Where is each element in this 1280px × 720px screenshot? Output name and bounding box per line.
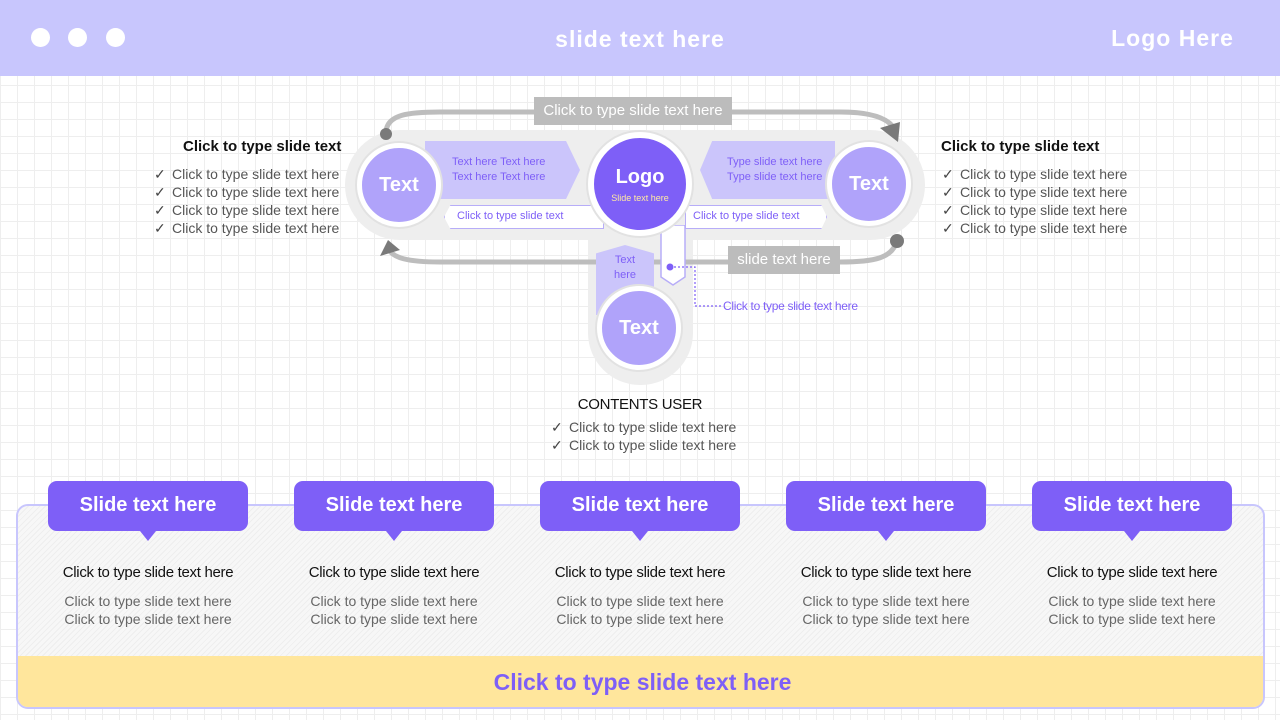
node-left-label: Text: [379, 173, 419, 196]
cycle-arrows: [380, 109, 904, 265]
list-item: ✓Click to type slide text here: [154, 202, 340, 218]
right-banner-line: Type slide text here: [727, 156, 823, 168]
list-item: ✓Click to type slide text here: [942, 166, 1128, 182]
center-block-heading[interactable]: CONTENTS USER: [577, 396, 703, 413]
right-pill[interactable]: Click to type slide text: [685, 205, 827, 229]
bottom-arrow-line: [385, 240, 900, 265]
slide-title[interactable]: slide text here: [555, 26, 725, 52]
callout-text[interactable]: Click to type slide text here: [723, 299, 858, 313]
column-line[interactable]: Click to type slide text here: [556, 611, 724, 627]
top-arrow-line: [383, 109, 898, 134]
check-icon: ✓: [942, 202, 954, 218]
check-icon: ✓: [154, 202, 166, 218]
list-item: ✓Click to type slide text here: [551, 437, 737, 453]
logo-circle-title: Logo: [615, 165, 665, 188]
list-item: ✓Click to type slide text here: [154, 220, 340, 236]
column-body: Click to type slide text here Click to t…: [279, 592, 509, 628]
top-arrow-head-icon: [880, 122, 900, 142]
node-bottom[interactable]: Text: [597, 286, 681, 370]
window-dot-icon: [106, 28, 125, 47]
column-title[interactable]: Click to type slide text here: [554, 564, 726, 581]
column-tab[interactable]: Slide text here: [540, 481, 740, 541]
column-line[interactable]: Click to type slide text here: [64, 611, 232, 627]
column-body: Click to type slide text here Click to t…: [525, 592, 755, 628]
column-line[interactable]: Click to type slide text here: [310, 593, 478, 609]
list-item: ✓Click to type slide text here: [942, 220, 1128, 236]
right-arrow-label[interactable]: slide text here: [728, 246, 840, 274]
right-block-heading[interactable]: Click to type slide text: [941, 138, 1100, 155]
column-line[interactable]: Click to type slide text here: [802, 611, 970, 627]
column-tab[interactable]: Slide text here: [294, 481, 494, 541]
node-right[interactable]: Text: [827, 142, 911, 226]
check-icon: ✓: [942, 184, 954, 200]
column-body: Click to type slide text here Click to t…: [1017, 592, 1247, 628]
list-item: ✓Click to type slide text here: [154, 166, 340, 182]
column-line[interactable]: Click to type slide text here: [556, 593, 724, 609]
left-pill[interactable]: Click to type slide text: [444, 205, 604, 229]
node-left[interactable]: Text: [357, 143, 441, 227]
column-title[interactable]: Click to type slide text here: [800, 564, 972, 581]
column-line[interactable]: Click to type slide text here: [1048, 593, 1216, 609]
list-item: ✓Click to type slide text here: [551, 419, 737, 435]
right-banner-line: Type slide text here: [727, 171, 823, 183]
column-title[interactable]: Click to type slide text here: [308, 564, 480, 581]
list-item: ✓Click to type slide text here: [942, 202, 1128, 218]
right-banner[interactable]: Type slide text here Type slide text her…: [700, 141, 835, 199]
left-block-list: ✓Click to type slide text here ✓Click to…: [154, 165, 339, 237]
bottom-banner-line: Text: [614, 254, 636, 266]
column-title[interactable]: Click to type slide text here: [1046, 564, 1218, 581]
node-right-label: Text: [849, 172, 889, 195]
left-banner-line: Text here Text here: [452, 156, 546, 168]
logo-circle-sub: Slide text here: [611, 192, 669, 203]
column-line[interactable]: Click to type slide text here: [802, 593, 970, 609]
column-line[interactable]: Click to type slide text here: [64, 593, 232, 609]
column-line[interactable]: Click to type slide text here: [1048, 611, 1216, 627]
window-dot-icon: [31, 28, 50, 47]
header-bar: [0, 0, 1280, 76]
left-banner-line: Text here Text here: [452, 171, 546, 183]
callout-connector: [660, 225, 721, 307]
column-body: Click to type slide text here Click to t…: [33, 592, 263, 628]
left-banner[interactable]: Text here Text here Text here Text here: [425, 141, 580, 199]
check-icon: ✓: [942, 220, 954, 236]
list-item: ✓Click to type slide text here: [942, 184, 1128, 200]
check-icon: ✓: [154, 184, 166, 200]
bottom-banner-line: here: [613, 269, 637, 281]
panel-footer[interactable]: Click to type slide text here: [18, 656, 1263, 707]
check-icon: ✓: [154, 220, 166, 236]
list-item: ✓Click to type slide text here: [154, 184, 340, 200]
logo-text[interactable]: Logo Here: [1111, 25, 1234, 51]
node-bottom-label: Text: [619, 316, 659, 339]
top-arrow-label[interactable]: Click to type slide text here: [534, 97, 732, 125]
left-block-heading[interactable]: Click to type slide text: [183, 138, 342, 155]
check-icon: ✓: [154, 166, 166, 182]
column-body: Click to type slide text here Click to t…: [771, 592, 1001, 628]
bottom-arrow-head-icon: [380, 240, 400, 256]
column-tab[interactable]: Slide text here: [1032, 481, 1232, 541]
column-title[interactable]: Click to type slide text here: [62, 564, 234, 581]
column-tab[interactable]: Slide text here: [48, 481, 248, 541]
bottom-arrow-start-dot-icon: [890, 234, 904, 248]
top-arrow-start-dot-icon: [380, 128, 392, 140]
window-dot-icon: [68, 28, 87, 47]
check-icon: ✓: [551, 437, 563, 453]
right-block-list: ✓Click to type slide text here ✓Click to…: [942, 165, 1127, 237]
check-icon: ✓: [551, 419, 563, 435]
column-tab[interactable]: Slide text here: [786, 481, 986, 541]
column-line[interactable]: Click to type slide text here: [310, 611, 478, 627]
center-block-list: ✓Click to type slide text here ✓Click to…: [551, 418, 736, 454]
logo-circle[interactable]: Logo Slide text here: [588, 132, 692, 236]
check-icon: ✓: [942, 166, 954, 182]
